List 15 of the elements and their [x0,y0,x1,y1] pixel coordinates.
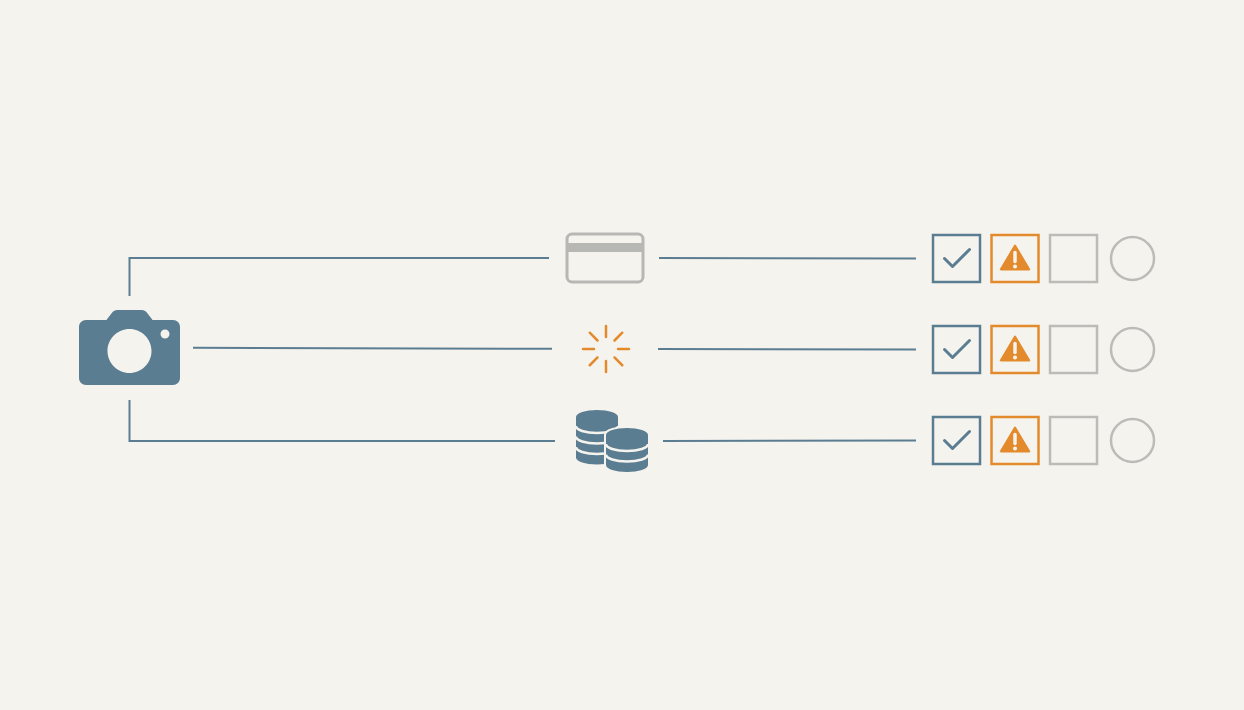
empty-circle [1109,417,1156,464]
empty-circle [1109,235,1156,282]
empty-box [1048,324,1099,375]
coin-stack-icon [574,410,650,474]
empty-circle [1109,326,1156,373]
connector-line [662,439,917,442]
empty-box [1048,415,1099,466]
card-icon [565,232,645,284]
connector-line [658,257,917,260]
connector-line [657,348,917,351]
connector-line [128,399,556,442]
connector-line [128,257,550,297]
connector-line [192,346,553,350]
sparkle-icon [581,324,631,374]
empty-box [1048,233,1099,284]
